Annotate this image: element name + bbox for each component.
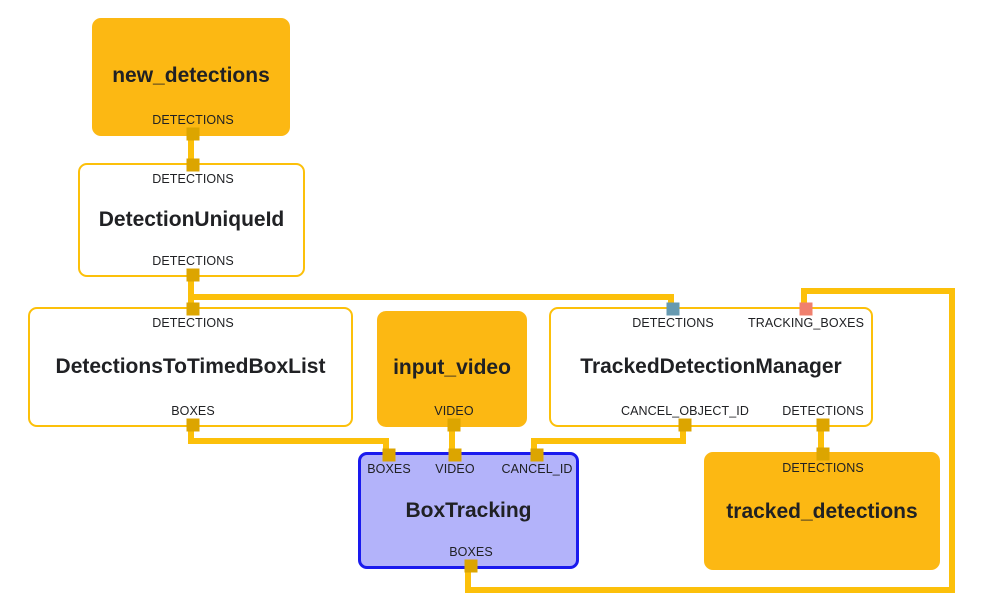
- port-square[interactable]: [186, 418, 200, 432]
- graph-edge[interactable]: [531, 427, 686, 452]
- output-port-row: VIDEO: [379, 398, 525, 432]
- node-title: new_detections: [112, 64, 270, 88]
- port-square[interactable]: [447, 418, 461, 432]
- port-label: CANCEL_OBJECT_ID: [620, 404, 750, 418]
- input-port-row: [94, 20, 288, 45]
- graph-edge[interactable]: [465, 288, 955, 593]
- port-square[interactable]: [799, 302, 813, 316]
- input-port-row: BOXES VIDEO CANCEL_ID: [361, 448, 576, 482]
- output-port-row: [706, 543, 938, 568]
- port-square[interactable]: [816, 418, 830, 432]
- port-label: DETECTIONS: [152, 113, 234, 127]
- input-port-row: DETECTIONS: [30, 302, 351, 336]
- port-label: DETECTIONS: [632, 316, 714, 330]
- port-square[interactable]: [382, 448, 396, 462]
- port-square[interactable]: [186, 158, 200, 172]
- graph-edge[interactable]: [188, 277, 674, 307]
- input-port-row: DETECTIONS: [80, 158, 303, 192]
- input-port-row: DETECTIONS: [706, 447, 938, 481]
- port-square[interactable]: [448, 448, 462, 462]
- input-port-row: [379, 313, 525, 338]
- port-square[interactable]: [464, 559, 478, 573]
- node-title: input_video: [393, 356, 511, 380]
- port-label: DETECTIONS: [152, 254, 234, 268]
- output-port-row: DETECTIONS: [80, 248, 303, 282]
- port-square[interactable]: [186, 302, 200, 316]
- output-port-row: BOXES: [30, 398, 351, 432]
- node-title: BoxTracking: [405, 498, 532, 522]
- port-square[interactable]: [666, 302, 680, 316]
- port-label: TRACKING_BOXES: [747, 316, 865, 330]
- port-label: BOXES: [449, 545, 493, 559]
- graph-edge[interactable]: [188, 427, 389, 452]
- graph-node-TrackedDetectionManager[interactable]: DETECTIONS TRACKING_BOXES TrackedDetection…: [549, 302, 873, 432]
- output-port-row: BOXES: [361, 539, 576, 573]
- port-square[interactable]: [186, 268, 200, 282]
- port-square[interactable]: [678, 418, 692, 432]
- port-label: CANCEL_ID: [501, 462, 573, 476]
- node-title: DetectionsToTimedBoxList: [55, 355, 326, 379]
- node-title: tracked_detections: [726, 500, 918, 524]
- output-port-row: CANCEL_OBJECT_ID DETECTIONS: [551, 398, 871, 432]
- port-label: DETECTIONS: [152, 316, 234, 330]
- port-square[interactable]: [816, 447, 830, 461]
- port-square[interactable]: [530, 448, 544, 462]
- port-square[interactable]: [186, 127, 200, 141]
- graph-node-tracked_detections[interactable]: DETECTIONS tracked_detections: [704, 447, 940, 570]
- output-port-row: DETECTIONS: [94, 107, 288, 141]
- port-label: VIDEO: [435, 462, 475, 476]
- port-label: VIDEO: [434, 404, 474, 418]
- node-title: DetectionUniqueId: [98, 208, 285, 232]
- input-port-row: DETECTIONS TRACKING_BOXES: [551, 302, 871, 336]
- port-label: BOXES: [367, 462, 411, 476]
- port-label: DETECTIONS: [152, 172, 234, 186]
- node-title: TrackedDetectionManager: [580, 355, 842, 379]
- port-label: BOXES: [171, 404, 215, 418]
- port-label: DETECTIONS: [782, 461, 864, 475]
- port-label: DETECTIONS: [782, 404, 864, 418]
